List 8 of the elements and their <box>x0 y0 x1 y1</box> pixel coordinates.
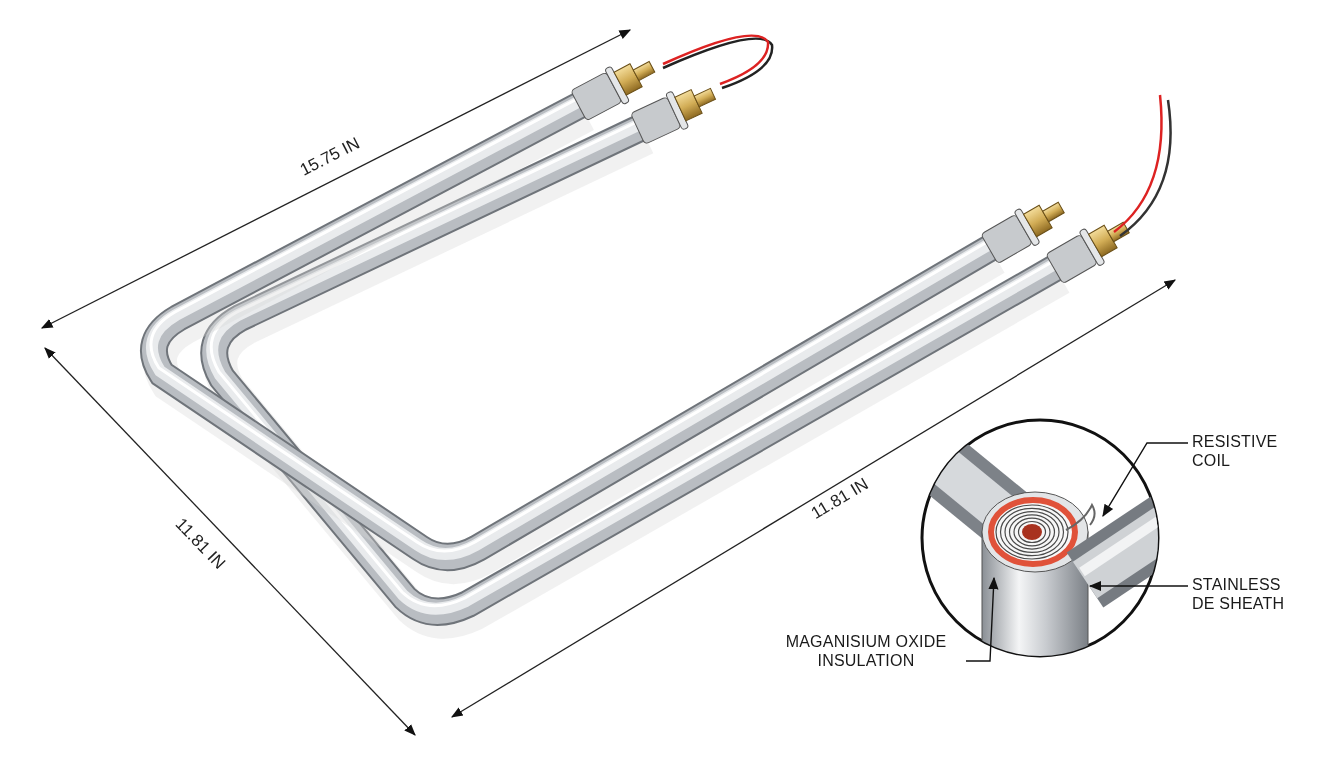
leader-line <box>965 576 999 662</box>
leader-line <box>1088 580 1189 592</box>
callout-label: RESISTIVE COIL <box>1192 432 1302 470</box>
insulated-tube-drawing <box>981 491 1089 656</box>
callout-label: MAGANISIUM OXIDE INSULATION <box>770 632 962 670</box>
callout-label: STAINLESS DE SHEATH <box>1192 575 1302 613</box>
coil-drawing <box>995 504 1096 560</box>
leader-line <box>1102 442 1189 518</box>
